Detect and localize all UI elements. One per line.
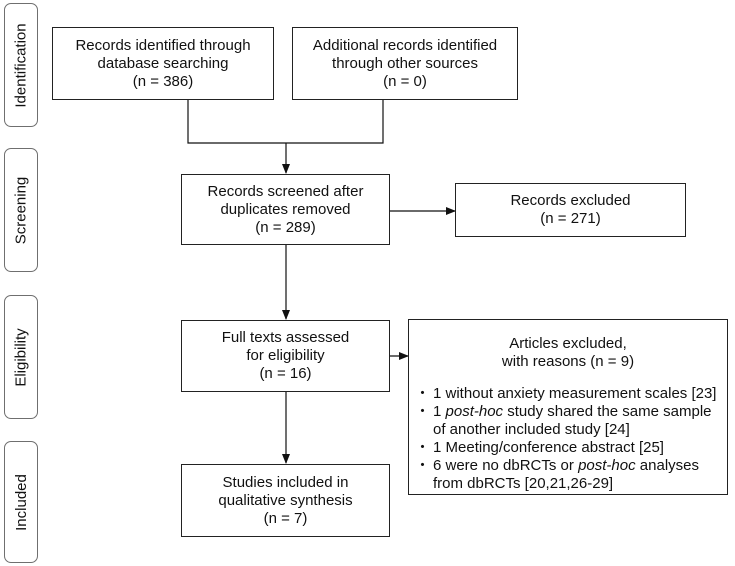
exclusion-reason: 6 were no dbRCTs or post-hoc analyses fr… bbox=[415, 457, 727, 493]
exclusion-reason: 1 post-hoc study shared the same sample … bbox=[415, 403, 727, 439]
stage-identification: Identification bbox=[4, 3, 38, 127]
box-records-screened: Records screened after duplicates remove… bbox=[181, 174, 390, 245]
stage-eligibility: Eligibility bbox=[4, 295, 38, 419]
box-articles-excluded: Articles excluded, with reasons (n = 9) … bbox=[408, 319, 728, 495]
box-studies-included: Studies included in qualitative synthesi… bbox=[181, 464, 390, 537]
box-other-sources: Additional records identified through ot… bbox=[292, 27, 518, 100]
exclusion-reason: 1 Meeting/conference abstract [25] bbox=[415, 439, 727, 457]
box-fulltext-assessed: Full texts assessed for eligibility (n =… bbox=[181, 320, 390, 392]
box-database-records: Records identified through database sear… bbox=[52, 27, 274, 100]
box-records-excluded: Records excluded (n = 271) bbox=[455, 183, 686, 237]
exclusion-reason: 1 without anxiety measurement scales [23… bbox=[415, 385, 727, 403]
exclusion-reasons-list: 1 without anxiety measurement scales [23… bbox=[409, 385, 727, 493]
stage-screening: Screening bbox=[4, 148, 38, 272]
reasons-title: Articles excluded, with reasons (n = 9) bbox=[501, 335, 635, 370]
stage-included: Included bbox=[4, 441, 38, 563]
merge-connector bbox=[187, 100, 384, 144]
